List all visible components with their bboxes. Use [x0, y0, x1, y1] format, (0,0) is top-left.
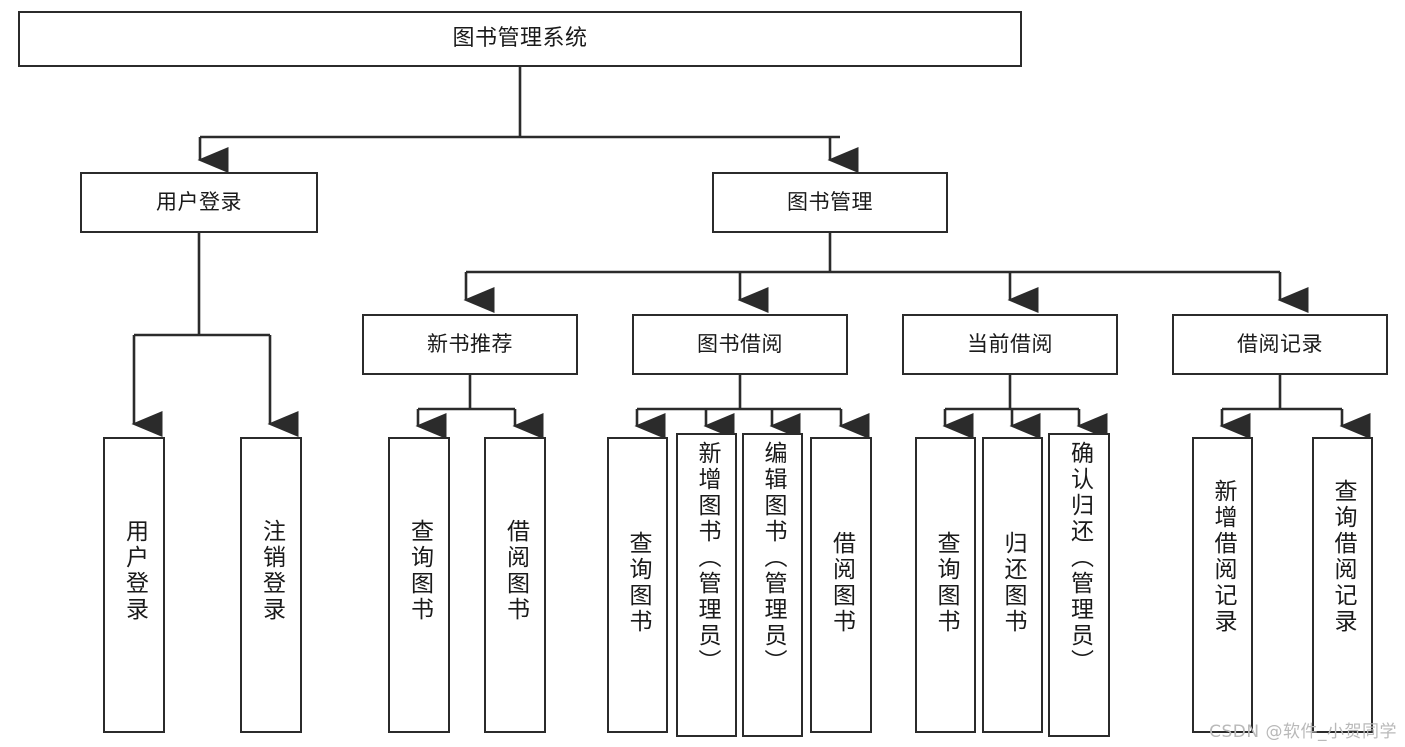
- node-new-book-recommend[interactable]: 新书推荐: [362, 314, 578, 375]
- leaf-add-book-admin-label: 新增图书（管理员）: [694, 441, 720, 675]
- leaf-add-book-admin[interactable]: 新增图书（管理员）: [676, 433, 737, 737]
- leaf-query-borrow-record-label: 查询借阅记录: [1330, 479, 1356, 635]
- leaf-return-book[interactable]: 归还图书: [982, 437, 1043, 733]
- leaf-query-book-3[interactable]: 查询图书: [915, 437, 976, 733]
- leaf-borrow-book-2-label: 借阅图书: [828, 531, 855, 635]
- leaf-logout[interactable]: 注销登录: [240, 437, 302, 733]
- leaf-query-book-2[interactable]: 查询图书: [607, 437, 668, 733]
- node-book-manage-label: 图书管理: [787, 190, 873, 215]
- node-user-login-label: 用户登录: [156, 190, 242, 215]
- leaf-user-login[interactable]: 用户登录: [103, 437, 165, 733]
- node-user-login[interactable]: 用户登录: [80, 172, 318, 233]
- leaf-query-book-1-label: 查询图书: [406, 519, 433, 623]
- node-book-borrow[interactable]: 图书借阅: [632, 314, 848, 375]
- leaf-add-borrow-record[interactable]: 新增借阅记录: [1192, 437, 1253, 733]
- node-current-borrow-label: 当前借阅: [967, 332, 1053, 357]
- node-new-book-recommend-label: 新书推荐: [427, 332, 513, 357]
- watermark-text: CSDN @软件_小贺同学: [1209, 722, 1397, 742]
- leaf-logout-label: 注销登录: [258, 519, 285, 623]
- node-borrow-record-label: 借阅记录: [1237, 332, 1323, 357]
- leaf-confirm-return-admin-label: 确认归还（管理员）: [1066, 441, 1093, 675]
- leaf-confirm-return-admin[interactable]: 确认归还（管理员）: [1048, 433, 1110, 737]
- leaf-borrow-book-1[interactable]: 借阅图书: [484, 437, 546, 733]
- leaf-query-book-3-label: 查询图书: [933, 531, 959, 635]
- leaf-borrow-book-2[interactable]: 借阅图书: [810, 437, 872, 733]
- leaf-borrow-book-1-label: 借阅图书: [502, 519, 529, 623]
- node-root[interactable]: 图书管理系统: [18, 11, 1022, 67]
- leaf-query-book-1[interactable]: 查询图书: [388, 437, 450, 733]
- node-borrow-record[interactable]: 借阅记录: [1172, 314, 1388, 375]
- leaf-add-borrow-record-label: 新增借阅记录: [1210, 479, 1236, 635]
- node-book-borrow-label: 图书借阅: [697, 332, 783, 357]
- leaf-query-borrow-record[interactable]: 查询借阅记录: [1312, 437, 1373, 733]
- leaf-query-book-2-label: 查询图书: [625, 531, 651, 635]
- leaf-edit-book-admin[interactable]: 编辑图书（管理员）: [742, 433, 803, 737]
- leaf-return-book-label: 归还图书: [1000, 531, 1026, 635]
- node-book-manage[interactable]: 图书管理: [712, 172, 948, 233]
- node-root-label: 图书管理系统: [452, 26, 588, 52]
- leaf-user-login-label: 用户登录: [121, 519, 148, 623]
- leaf-edit-book-admin-label: 编辑图书（管理员）: [760, 441, 786, 675]
- node-current-borrow[interactable]: 当前借阅: [902, 314, 1118, 375]
